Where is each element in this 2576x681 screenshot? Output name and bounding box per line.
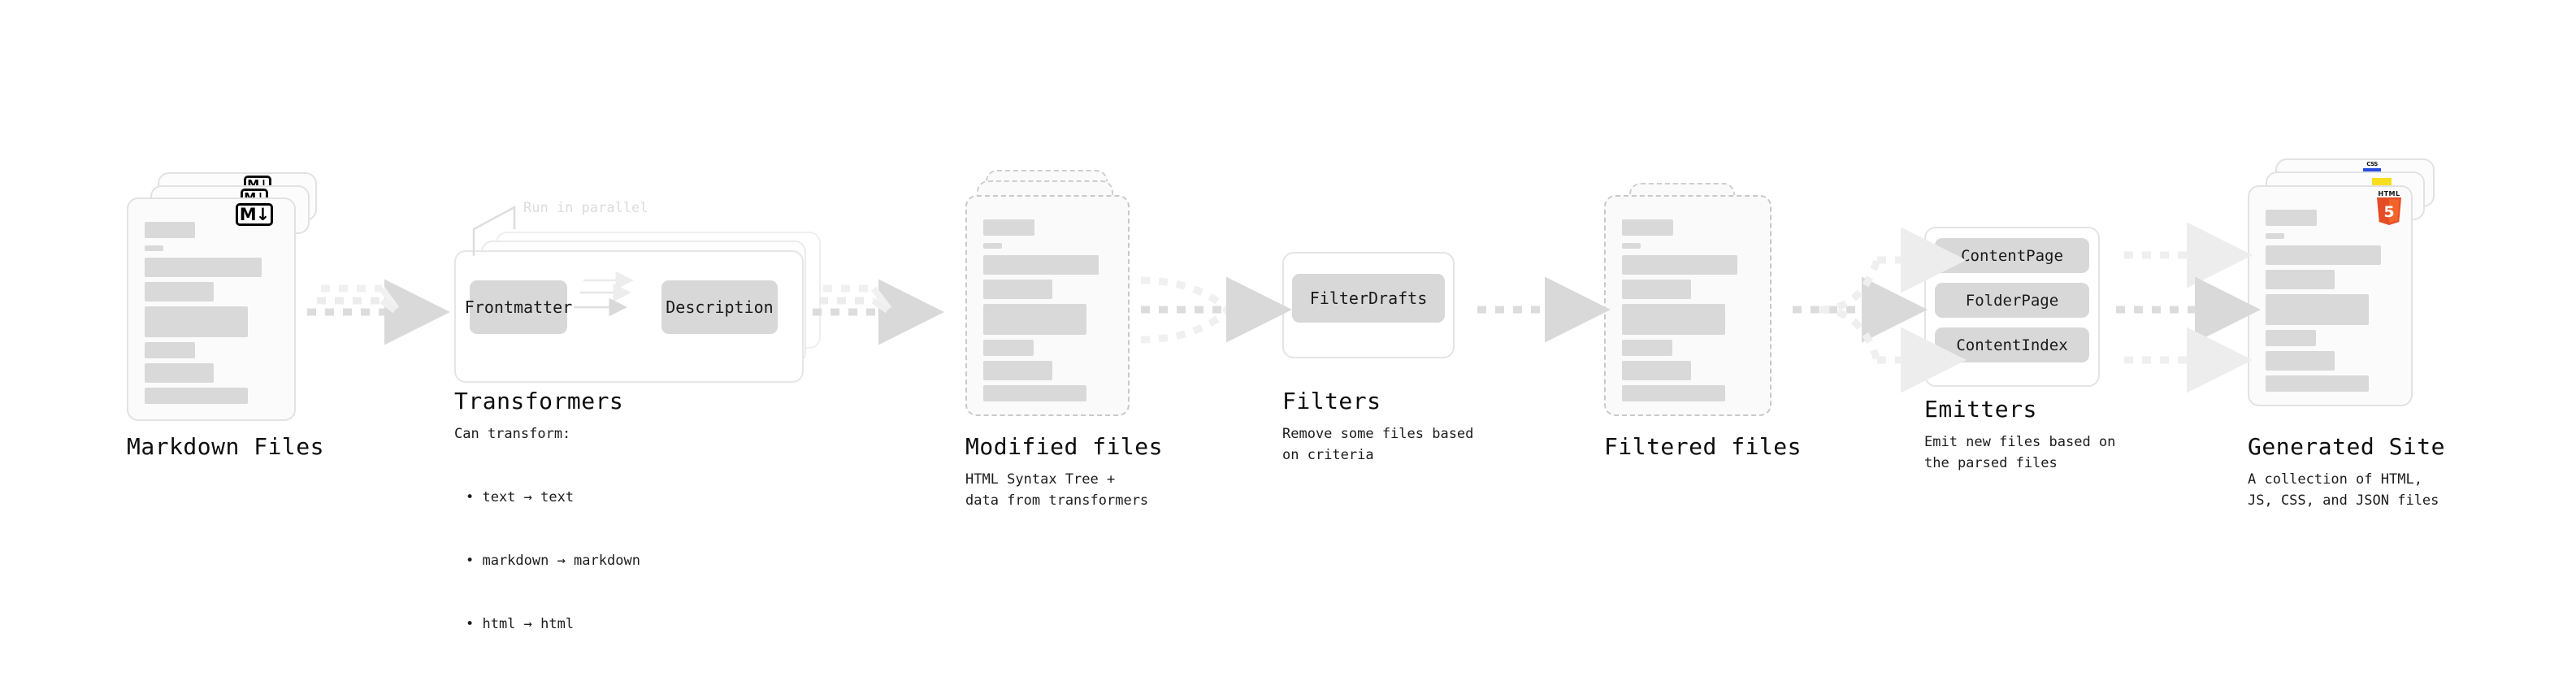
- doc-bar: [1622, 243, 1641, 249]
- doc-bar: [2266, 210, 2317, 226]
- stage-title-markdown-files: Markdown Files: [127, 433, 325, 460]
- doc-bar: [145, 282, 214, 301]
- stage-desc-transformers: Can transform:: [454, 426, 571, 442]
- emitter-node-folderpage[interactable]: FolderPage: [1935, 283, 2089, 318]
- transformer-node-description[interactable]: Description: [661, 280, 778, 334]
- doc-bar: [1622, 361, 1691, 380]
- stage-desc-emitters: Emit new files based on the parsed files: [1924, 434, 2116, 471]
- filtered-file-card: [1604, 195, 1772, 416]
- doc-bar: [983, 243, 1002, 249]
- svg-text:5: 5: [2383, 203, 2394, 221]
- doc-bar: [2266, 375, 2369, 392]
- stage-title-filters: Filters: [1282, 388, 1381, 414]
- doc-bar: [1622, 340, 1672, 356]
- doc-bar: [145, 342, 195, 358]
- transformer-node-frontmatter[interactable]: Frontmatter: [465, 280, 572, 334]
- connector-markdown-to-transformers: [307, 279, 450, 345]
- connector-emitters-to-site: [2116, 222, 2261, 393]
- doc-bar: [1622, 280, 1691, 299]
- connector-transformers-to-modified: [813, 279, 944, 345]
- css-icon-bar: [2363, 168, 2381, 171]
- html5-icon: HTML 5: [2374, 190, 2404, 225]
- stage-desc-generated-site: A collection of HTML, JS, CSS, and JSON …: [2248, 471, 2439, 509]
- markdown-icon: M↓: [236, 203, 273, 226]
- stage-title-transformers: Transformers: [454, 388, 624, 414]
- stage-title-modified-files: Modified files: [965, 433, 1164, 460]
- transformers-bullet-1: • markdown → markdown: [466, 553, 640, 569]
- transformers-bullet-2: • html → html: [466, 616, 575, 632]
- emitter-node-contentpage[interactable]: ContentPage: [1935, 238, 2089, 273]
- doc-bar: [1622, 255, 1737, 275]
- stage-title-filtered-files: Filtered files: [1604, 433, 1802, 460]
- doc-bar: [983, 340, 1034, 356]
- doc-bar: [2266, 294, 2369, 325]
- doc-bar: [1622, 385, 1725, 401]
- doc-bar: [1622, 304, 1725, 335]
- connector-filtered-to-emitters: [1793, 227, 1967, 393]
- markdown-file-card: [127, 197, 296, 421]
- doc-bar: [2266, 270, 2335, 289]
- doc-bar: [2266, 245, 2381, 265]
- doc-bar: [145, 245, 163, 251]
- transformers-bullet-list: • text → text • markdown → markdown • ht…: [466, 445, 640, 677]
- doc-bar: [145, 363, 214, 383]
- stage-desc-modified-files: HTML Syntax Tree + data from transformer…: [965, 471, 1149, 509]
- doc-bar: [145, 388, 248, 404]
- doc-bar: [983, 255, 1099, 275]
- emitter-node-contentindex[interactable]: ContentIndex: [1935, 327, 2089, 362]
- doc-bar: [1622, 219, 1673, 236]
- doc-bar: [145, 306, 248, 337]
- stage-desc-filters: Remove some files based on criteria: [1282, 426, 1474, 463]
- doc-bar: [2266, 330, 2316, 346]
- modified-file-card: [965, 195, 1130, 416]
- doc-bar: [983, 280, 1052, 299]
- run-in-parallel-label: Run in parallel: [523, 200, 648, 216]
- stage-title-emitters: Emitters: [1924, 396, 2037, 423]
- doc-bar: [145, 222, 195, 238]
- doc-bar: [145, 258, 262, 277]
- stage-title-generated-site: Generated Site: [2248, 433, 2446, 460]
- filter-node-filterdrafts[interactable]: FilterDrafts: [1292, 274, 1445, 323]
- css-icon-label: CSS: [2366, 161, 2378, 167]
- doc-bar: [2266, 233, 2284, 239]
- doc-bar: [2266, 351, 2335, 371]
- transformers-bullet-0: • text → text: [466, 489, 575, 505]
- connector-modified-to-filters: [1140, 276, 1292, 344]
- doc-bar: [983, 385, 1086, 401]
- doc-bar: [983, 304, 1086, 335]
- html5-icon-label: HTML: [2378, 190, 2400, 197]
- css-icon: CSS: [2363, 162, 2381, 171]
- doc-bar: [983, 361, 1052, 380]
- doc-bar: [983, 219, 1034, 236]
